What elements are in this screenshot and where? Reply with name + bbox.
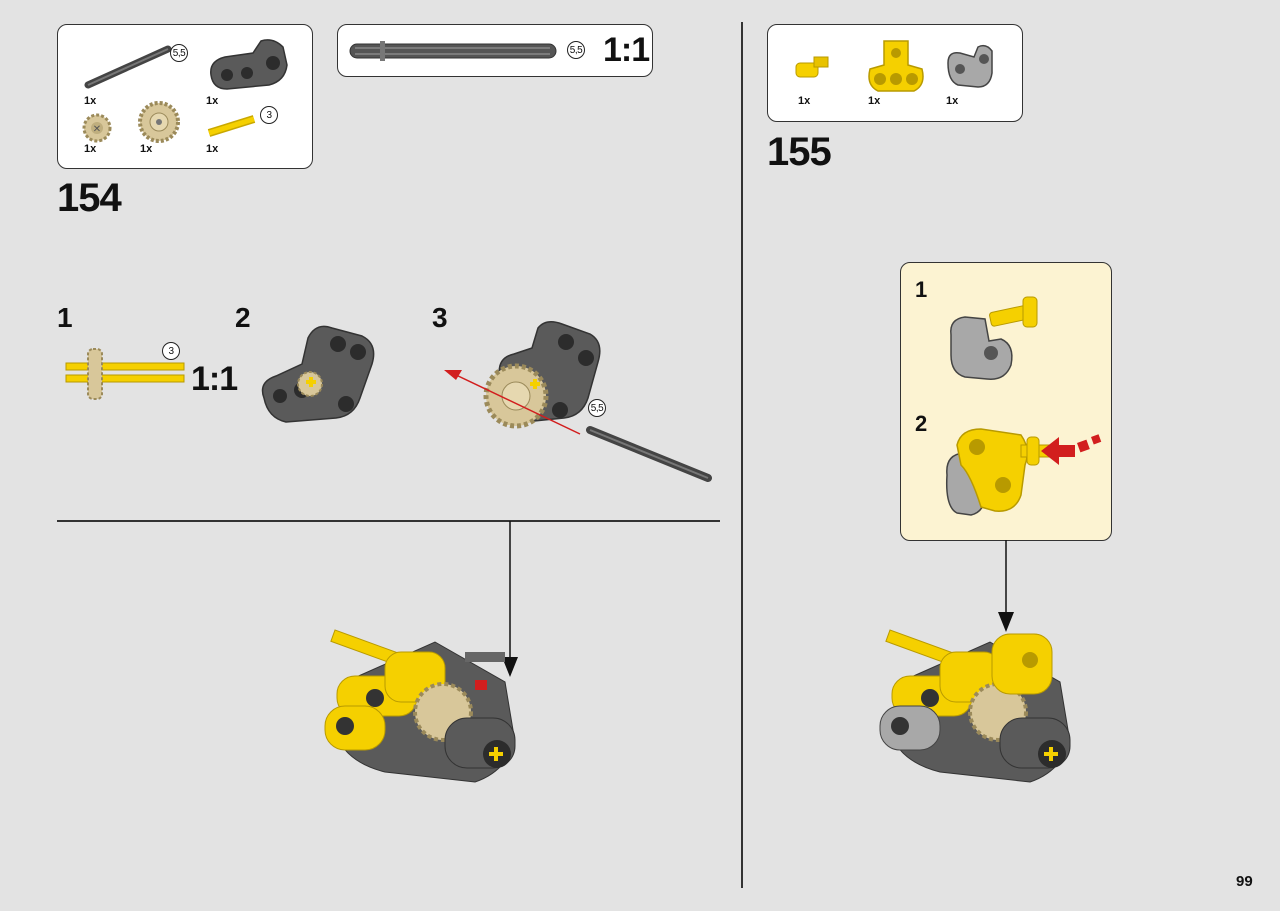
substep-label: 3: [432, 302, 448, 333]
substep-label: 1: [57, 302, 73, 333]
yellow-beam-assembly-icon: [945, 428, 1102, 516]
large-gear-icon: [138, 101, 180, 143]
page-number: 99: [1236, 873, 1253, 890]
svg-text:✕: ✕: [93, 124, 101, 135]
connector-assembly-icon: [261, 325, 375, 423]
gray-connector-icon: [947, 44, 993, 88]
axle-5-5-icon: [84, 45, 172, 89]
length-callout: 5,5: [567, 41, 585, 59]
assembled-model-155-icon: [879, 629, 1071, 783]
dark-gray-connector-icon: [210, 39, 288, 90]
step-number: 155: [767, 130, 832, 174]
assembled-model-154-icon: [324, 629, 516, 783]
part-qty: 1x: [206, 95, 219, 107]
part-qty: 1x: [84, 143, 97, 155]
part-qty: 1x: [946, 95, 959, 107]
down-arrow-icon: [502, 521, 518, 677]
yellow-axle-with-gear-icon: [65, 348, 185, 400]
part-qty: 1x: [206, 143, 219, 155]
scale-reference-box: 5,5 1:1: [337, 24, 653, 77]
connector-with-pin-icon: [950, 296, 1038, 380]
substep-label: 1: [915, 277, 928, 302]
parts-list-155: 1x 1x 1x: [767, 24, 1023, 122]
scale-ratio: 1:1: [603, 31, 650, 69]
length-callout: 5,5: [170, 44, 188, 62]
part-qty: 1x: [868, 95, 881, 107]
step-number: 154: [57, 176, 122, 220]
yellow-axle-pin-icon: [795, 56, 829, 78]
substep-label: 2: [915, 411, 928, 436]
length-callout: 3: [260, 106, 278, 124]
part-qty: 1x: [84, 95, 97, 107]
gear-assembly-icon: [444, 321, 712, 482]
horizontal-divider: [57, 520, 720, 522]
scale-ratio: 1:1: [191, 360, 238, 398]
substep-label: 2: [235, 302, 251, 333]
yellow-axle-3-icon: [207, 115, 256, 137]
parts-list-154: 5,5 1x 1x ✕ 1x 1x 3 1x: [57, 24, 313, 169]
vertical-divider: [741, 22, 743, 888]
yellow-t-beam-icon: [868, 40, 924, 92]
part-qty: 1x: [140, 143, 153, 155]
length-callout: 3: [162, 342, 180, 360]
axle-scale-icon: [349, 41, 557, 61]
length-callout: 5,5: [588, 399, 606, 417]
small-gear-icon: ✕: [82, 113, 112, 143]
sub-assembly-callout: 1 2: [900, 262, 1112, 541]
down-arrow-icon: [998, 540, 1014, 632]
part-qty: 1x: [798, 95, 811, 107]
